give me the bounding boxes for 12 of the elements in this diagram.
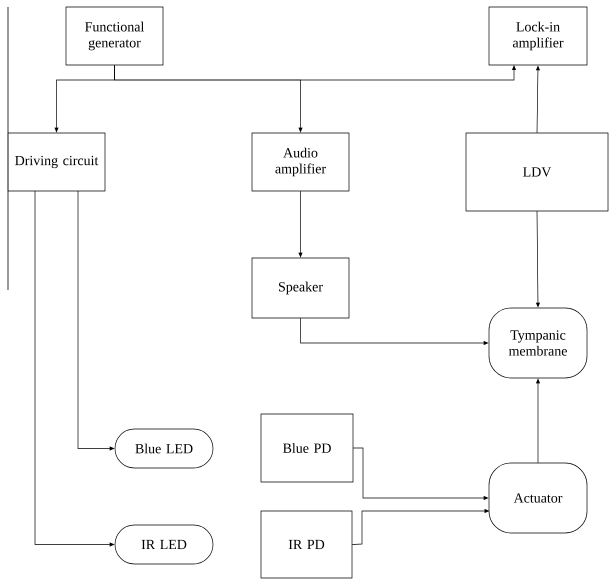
process-box: IR PD (260, 510, 352, 578)
process-box: Audio amplifier (252, 132, 350, 192)
process-box: LDV (466, 132, 608, 212)
process-box: Driving circuit (8, 132, 106, 192)
rounded-box: Actuator (488, 462, 588, 534)
rounded-box: Tympanic membrane (488, 308, 588, 378)
process-box: Blue PD (260, 414, 354, 482)
rounded-box: Blue LED (114, 428, 214, 468)
process-box: Speaker (252, 258, 350, 318)
process-box: Lock-in amplifier (488, 6, 588, 66)
process-box: Functional generator (66, 6, 164, 66)
rounded-box: IR LED (114, 524, 214, 564)
